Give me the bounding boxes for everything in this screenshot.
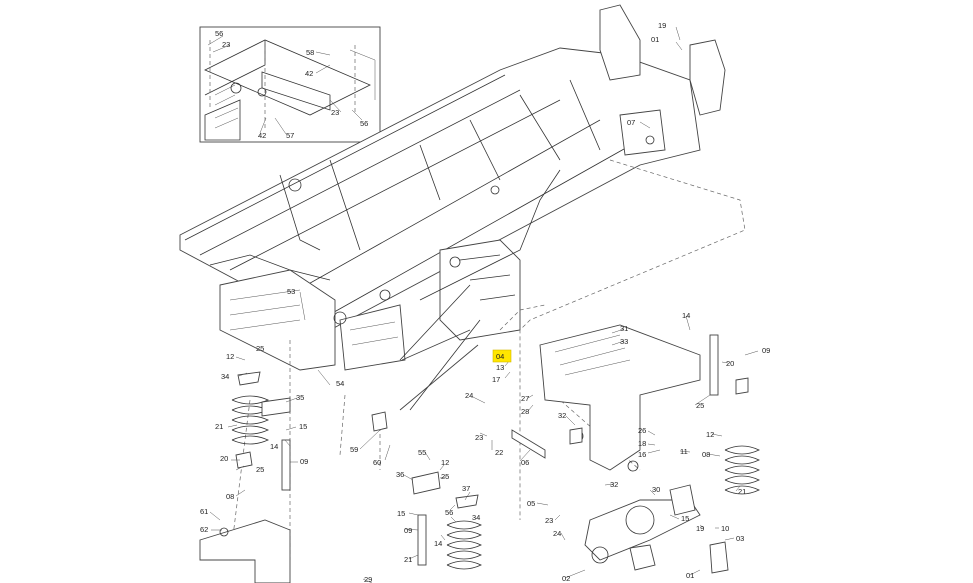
callout-25: 25	[441, 472, 449, 481]
callout-23: 23	[475, 433, 483, 442]
callout-56: 56	[215, 29, 223, 38]
callout-54: 54	[336, 379, 344, 388]
callout-24: 24	[465, 391, 473, 400]
callout-58: 58	[306, 48, 314, 57]
callout-13: 13	[496, 363, 504, 372]
callout-14: 14	[434, 539, 442, 548]
callout-21: 21	[738, 487, 746, 496]
callout-25: 25	[256, 344, 264, 353]
callout-18: 18	[638, 439, 646, 448]
callout-32: 32	[558, 411, 566, 420]
callout-33: 33	[620, 337, 628, 346]
callout-19: 19	[696, 524, 704, 533]
callout-19: 19	[658, 21, 666, 30]
callout-23: 23	[331, 108, 339, 117]
callout-56: 56	[445, 508, 453, 517]
callout-20: 20	[220, 454, 228, 463]
callout-12: 12	[226, 352, 234, 361]
callout-25: 25	[256, 465, 264, 474]
callout-37: 37	[462, 484, 470, 493]
callout-42: 42	[305, 69, 313, 78]
callout-04-highlighted: 04	[496, 352, 504, 361]
callout-21: 21	[215, 422, 223, 431]
callout-09: 09	[404, 526, 412, 535]
callout-35: 35	[296, 393, 304, 402]
callout-34: 34	[221, 372, 229, 381]
callout-09: 09	[300, 457, 308, 466]
callout-15: 15	[681, 514, 689, 523]
callout-30: 30	[652, 485, 660, 494]
callout-57: 57	[286, 131, 294, 140]
callout-01: 01	[651, 35, 659, 44]
callout-24: 24	[553, 529, 561, 538]
callout-27: 27	[521, 394, 529, 403]
callout-08: 08	[226, 492, 234, 501]
callout-29: 29	[364, 575, 372, 583]
callout-42: 42	[258, 131, 266, 140]
callout-23: 23	[222, 40, 230, 49]
callout-26: 26	[638, 426, 646, 435]
callout-56: 56	[360, 119, 368, 128]
callout-31: 31	[620, 324, 628, 333]
right-axle-beam	[539, 324, 701, 472]
callout-34: 34	[472, 513, 480, 522]
callout-16: 16	[638, 450, 646, 459]
callout-60: 60	[373, 458, 381, 467]
callout-08: 08	[702, 450, 710, 459]
shock-absorbers-and-hardware	[199, 329, 749, 583]
callout-01: 01	[686, 571, 694, 580]
callout-05: 05	[527, 499, 535, 508]
callout-07: 07	[627, 118, 635, 127]
callout-14: 14	[682, 311, 690, 320]
callout-61: 61	[200, 507, 208, 516]
callout-06: 06	[521, 458, 529, 467]
callout-15: 15	[397, 509, 405, 518]
callout-22: 22	[495, 448, 503, 457]
inset-detail-box	[199, 26, 381, 143]
callout-59: 59	[350, 445, 358, 454]
callout-03: 03	[736, 534, 744, 543]
callout-10: 10	[721, 524, 729, 533]
callout-53: 53	[287, 287, 295, 296]
callout-15: 15	[299, 422, 307, 431]
callout-55: 55	[418, 448, 426, 457]
callout-17: 17	[492, 375, 500, 384]
callout-32: 32	[610, 480, 618, 489]
part-number-callouts: 56 23 58 42 23 42 57 56 19 01 07 53 12 2…	[200, 21, 770, 583]
callout-12: 12	[441, 458, 449, 467]
coil-springs	[231, 395, 760, 570]
callout-highlight	[492, 349, 512, 363]
callout-12: 12	[706, 430, 714, 439]
leader-lines	[207, 26, 759, 583]
callout-21: 21	[404, 555, 412, 564]
callout-11: 11	[680, 447, 688, 456]
callout-09: 09	[762, 346, 770, 355]
callout-25: 25	[696, 401, 704, 410]
main-chassis-frame	[179, 4, 726, 411]
callout-28: 28	[521, 407, 529, 416]
callout-20: 20	[726, 359, 734, 368]
callout-14: 14	[270, 442, 278, 451]
callout-62: 62	[200, 525, 208, 534]
callout-02: 02	[562, 574, 570, 583]
callout-23: 23	[545, 516, 553, 525]
callout-36: 36	[396, 470, 404, 479]
